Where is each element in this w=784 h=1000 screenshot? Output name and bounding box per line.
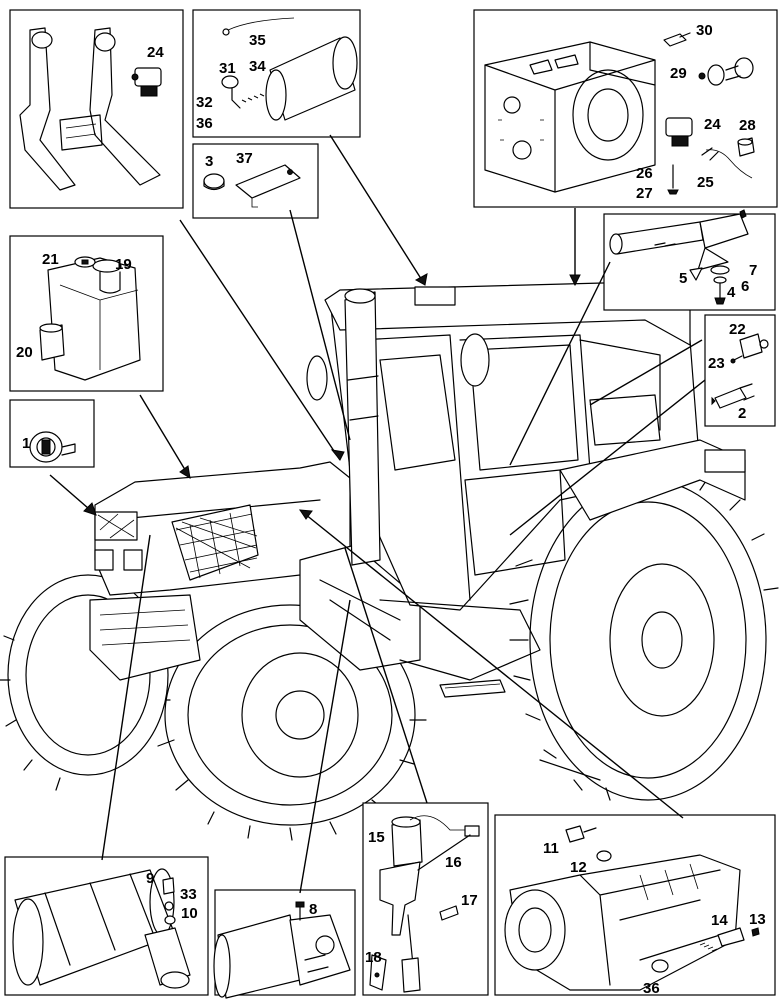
callout-36-axle: 36 (643, 980, 660, 997)
inset-rear-axle (494, 814, 776, 996)
callout-7: 7 (749, 262, 757, 279)
callout-24-pedals: 24 (147, 44, 164, 61)
callout-6: 6 (741, 278, 749, 295)
callout-36-reservoir: 36 (196, 115, 213, 132)
callout-14: 14 (711, 912, 728, 929)
callout-18: 18 (365, 949, 382, 966)
callout-9: 9 (146, 870, 154, 887)
callout-24-transmission: 24 (704, 116, 721, 133)
callout-26: 26 (636, 165, 653, 182)
callout-10: 10 (181, 905, 198, 922)
inset-handbrake (603, 209, 776, 311)
callout-35: 35 (249, 32, 266, 49)
tractor-illustration (0, 281, 779, 841)
callout-3: 3 (205, 153, 213, 170)
callout-17: 17 (461, 892, 478, 909)
callout-32: 32 (196, 94, 213, 111)
callout-11: 11 (543, 840, 559, 857)
inset-cap (9, 399, 95, 468)
callout-13: 13 (749, 911, 766, 928)
callout-33: 33 (180, 886, 197, 903)
callout-4: 4 (727, 284, 736, 301)
inset-solenoid (362, 802, 489, 996)
inset-washer-tank (9, 235, 164, 392)
tractor-body (89, 281, 746, 781)
callout-20: 20 (16, 344, 33, 361)
callout-2: 2 (738, 405, 746, 422)
callout-37: 37 (236, 150, 253, 167)
inset-starter (213, 889, 356, 999)
callout-29: 29 (670, 65, 687, 82)
callout-12: 12 (570, 859, 587, 876)
callout-22: 22 (729, 321, 746, 338)
inset-transmission-housing (473, 9, 778, 208)
callout-19: 19 (115, 256, 132, 273)
callout-25: 25 (697, 174, 714, 191)
callout-23: 23 (708, 355, 725, 372)
callout-30: 30 (696, 22, 713, 39)
callout-27: 27 (636, 185, 653, 202)
callout-31: 31 (219, 60, 236, 77)
callout-15: 15 (368, 829, 385, 846)
callout-1: 1 (22, 435, 30, 452)
callout-34: 34 (249, 58, 266, 75)
inset-cover-plate (192, 143, 319, 219)
callout-28: 28 (739, 117, 756, 134)
inset-air-reservoir (192, 9, 361, 138)
callout-21: 21 (42, 251, 59, 268)
callout-5: 5 (679, 270, 687, 287)
inset-air-filter (4, 856, 209, 996)
callout-8: 8 (309, 901, 317, 918)
rear-wheel (509, 477, 779, 801)
inset-switches (704, 314, 776, 427)
callout-labels: 24 35 31 34 32 36 3 37 30 29 24 28 26 27… (16, 22, 766, 997)
inset-pedals (9, 9, 184, 209)
callout-16: 16 (445, 854, 462, 871)
leader-lines (49, 134, 706, 894)
